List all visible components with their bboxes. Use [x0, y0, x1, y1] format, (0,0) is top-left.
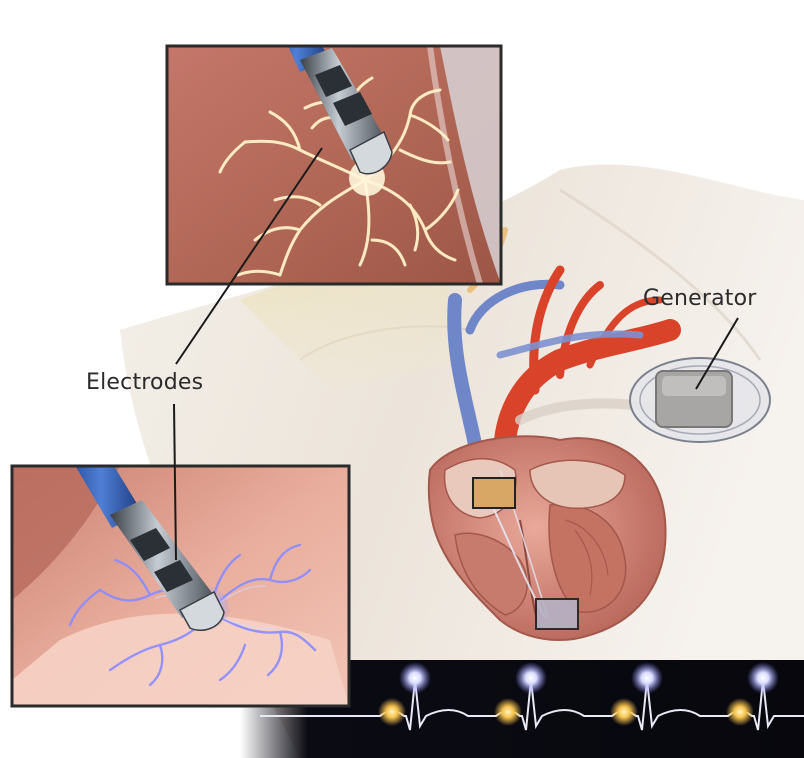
- atrial-tissue-inset: [167, 0, 501, 284]
- electrodes-label: Electrodes: [86, 370, 203, 395]
- generator-label: Generator: [643, 286, 757, 311]
- atrial-electrode-marker: [473, 478, 515, 508]
- ventricular-electrode-marker: [536, 599, 578, 629]
- ventricular-tissue-inset: [12, 430, 349, 706]
